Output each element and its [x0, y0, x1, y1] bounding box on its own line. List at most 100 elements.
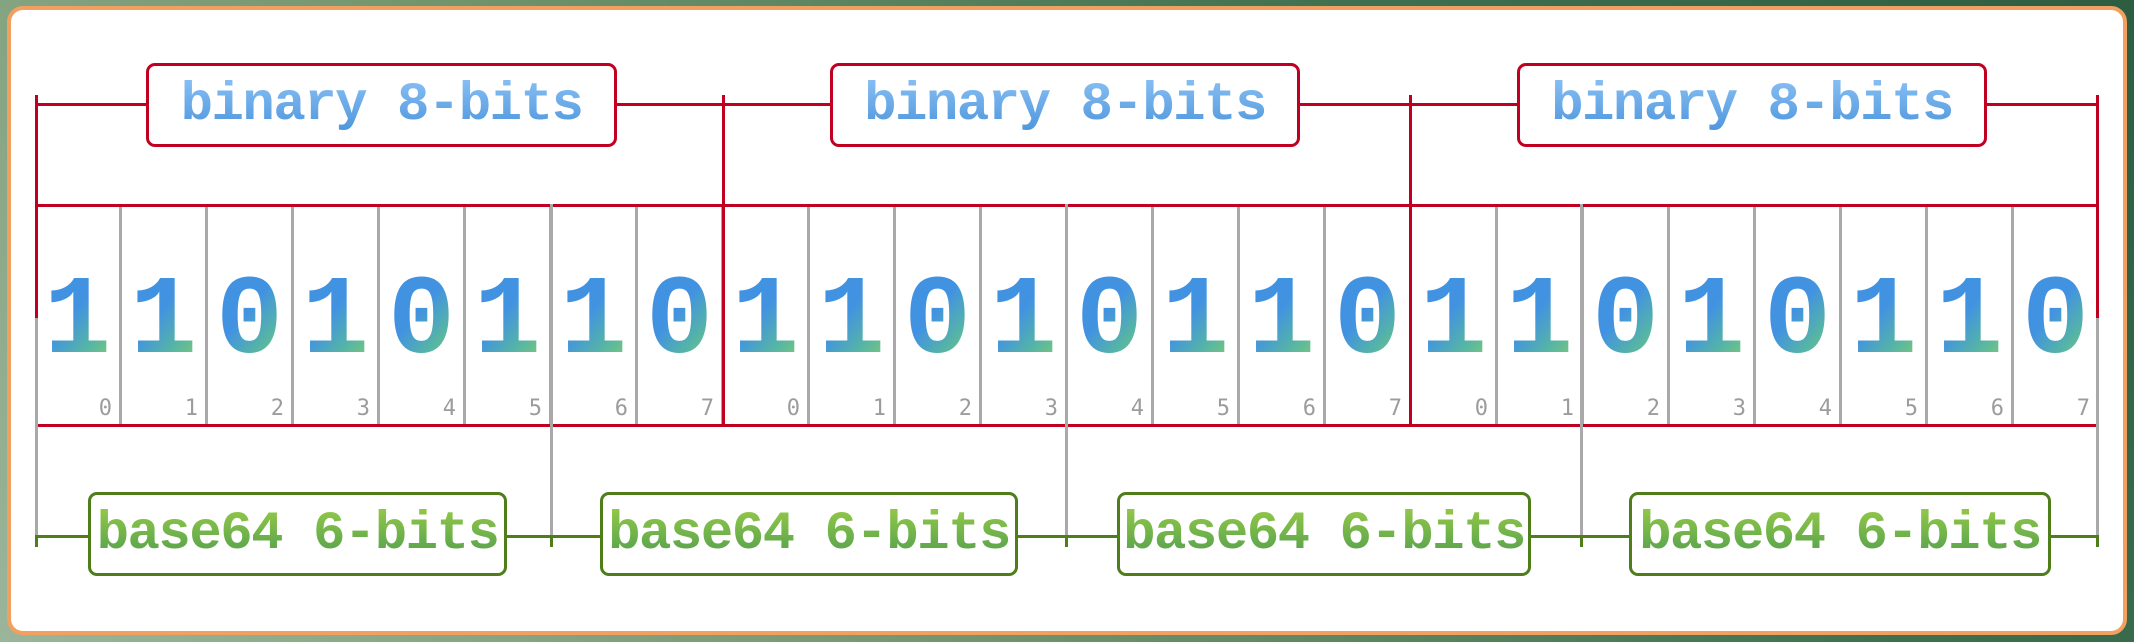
bit-index: 3 [1732, 396, 1746, 421]
bit-value: 1 [1247, 258, 1316, 386]
bit-value: 0 [903, 258, 972, 386]
base64-bracket-tick [2095, 535, 2099, 547]
bit-value: 0 [387, 258, 456, 386]
bit-index: 1 [184, 396, 198, 421]
base64-6bits-label: base64 6-bits [1123, 503, 1526, 565]
bit-value: 1 [989, 258, 1058, 386]
base64-6bits-box: base64 6-bits [600, 492, 1018, 576]
bit-index: 2 [958, 396, 972, 421]
bit-index: 2 [1646, 396, 1660, 421]
binary-8bits-label: binary 8-bits [180, 74, 584, 136]
bit-value: 1 [1849, 258, 1918, 386]
base64-bracket-tick [1065, 535, 1068, 547]
bit-index: 3 [356, 396, 370, 421]
bit-index: 0 [98, 396, 112, 421]
base64-6bits-box: base64 6-bits [1629, 492, 2051, 576]
bit-value: 0 [1763, 258, 1832, 386]
bit-index: 5 [1216, 396, 1230, 421]
base64-bracket-line [36, 535, 88, 538]
bit-index: 4 [1130, 396, 1144, 421]
bit-index: 1 [1560, 396, 1574, 421]
bit-value: 1 [1161, 258, 1230, 386]
bit-value: 1 [43, 258, 112, 386]
bit-index: 0 [1474, 396, 1488, 421]
binary-8bits-box: binary 8-bits [146, 63, 617, 147]
binary-8bits-label: binary 8-bits [864, 74, 1267, 136]
bit-value: 0 [645, 258, 714, 386]
binary-8bits-label: binary 8-bits [1551, 74, 1954, 136]
bit-index: 0 [786, 396, 800, 421]
bit-value: 1 [129, 258, 198, 386]
binary-bracket-line [1987, 103, 2097, 106]
base64-bracket-line [2051, 535, 2097, 538]
bit-index: 6 [614, 396, 628, 421]
base64-bracket-line [507, 535, 600, 538]
bit-index: 4 [1818, 396, 1832, 421]
base64-connector-line [1065, 204, 1068, 535]
base64-connector-line [549, 204, 553, 535]
binary-bracket-drop-line [34, 95, 38, 318]
bit-value: 0 [1333, 258, 1402, 386]
bit-index: 6 [1302, 396, 1316, 421]
binary-bracket-line [36, 103, 146, 106]
base64-bracket-tick [549, 535, 553, 547]
binary-group-divider-line [721, 95, 725, 427]
bit-index: 1 [872, 396, 886, 421]
bit-index: 5 [528, 396, 542, 421]
bit-value: 1 [473, 258, 542, 386]
base64-6bits-box: base64 6-bits [88, 492, 507, 576]
bit-value: 0 [1591, 258, 1660, 386]
bit-value: 1 [1935, 258, 2004, 386]
bit-value: 1 [559, 258, 628, 386]
base64-6bits-label: base64 6-bits [1639, 503, 2042, 565]
base64-bracket-tick [1580, 535, 1584, 547]
binary-bracket-drop-line [2095, 95, 2099, 318]
bit-index: 7 [1388, 396, 1402, 421]
bit-value: 1 [731, 258, 800, 386]
binary-group-divider-line [1408, 95, 1412, 427]
bit-value: 1 [301, 258, 370, 386]
base64-bracket-tick [34, 535, 38, 547]
bit-value: 1 [817, 258, 886, 386]
bit-index: 2 [270, 396, 284, 421]
base64-connector-line [34, 318, 38, 535]
bit-index: 7 [2076, 396, 2090, 421]
base64-connector-line [2095, 318, 2099, 535]
bit-index: 5 [1904, 396, 1918, 421]
bit-index: 6 [1990, 396, 2004, 421]
base64-connector-line [1580, 204, 1584, 535]
bit-value: 0 [1075, 258, 1144, 386]
base64-6bits-box: base64 6-bits [1117, 492, 1531, 576]
bit-value: 1 [1677, 258, 1746, 386]
base64-bracket-line [1531, 535, 1629, 538]
bit-value: 0 [2021, 258, 2090, 386]
bit-value: 1 [1505, 258, 1574, 386]
bit-value: 1 [1419, 258, 1488, 386]
binary-8bits-box: binary 8-bits [830, 63, 1300, 147]
binary-8bits-box: binary 8-bits [1517, 63, 1987, 147]
bit-index: 4 [442, 396, 456, 421]
